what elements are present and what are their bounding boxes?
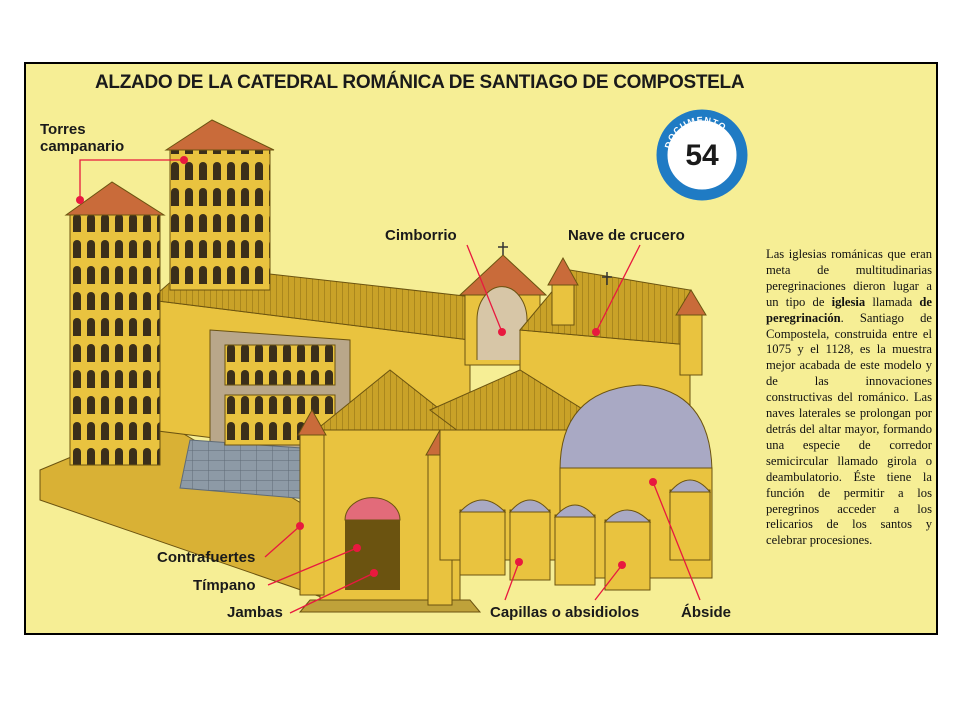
label-jambas: Jambas <box>227 604 283 621</box>
description-part-3: . Santiago de Compostela, construida ent… <box>766 310 932 548</box>
label-cimborrio: Cimborrio <box>385 227 457 244</box>
description-part-1: Las iglesias románicas que eran meta de … <box>766 247 932 309</box>
right-tower-body <box>169 149 271 291</box>
description-part-2: llamada <box>865 294 920 309</box>
badge-number: 54 <box>685 139 719 172</box>
label-nave-crucero: Nave de crucero <box>568 227 685 244</box>
cathedral-illustration <box>39 119 713 613</box>
label-timpano: Tímpano <box>193 577 256 594</box>
description-bold-1: iglesia <box>831 294 866 309</box>
tympanum <box>344 497 401 521</box>
label-contrafuertes: Contrafuertes <box>157 549 256 566</box>
description-bold-2: de peregrinación <box>766 294 932 325</box>
interior-gallery <box>224 344 336 386</box>
facade-steps <box>298 599 482 613</box>
documento-badge: DOCUMENTO 54 <box>656 109 748 201</box>
left-tower-body <box>69 214 161 466</box>
description-text: Las iglesias románicas que eran meta de … <box>766 247 932 549</box>
document-title: ALZADO DE LA CATEDRAL ROMÁNICA DE SANTIA… <box>95 72 745 93</box>
apse-dome <box>559 384 713 471</box>
label-abside: Ábside <box>681 604 732 621</box>
label-torres-campanario: Torres campanario <box>40 121 125 155</box>
facade-portal <box>345 520 400 590</box>
label-capillas: Capillas o absidiolos <box>490 604 640 621</box>
right-tower-roof <box>164 119 275 151</box>
facade-roof <box>314 369 468 431</box>
